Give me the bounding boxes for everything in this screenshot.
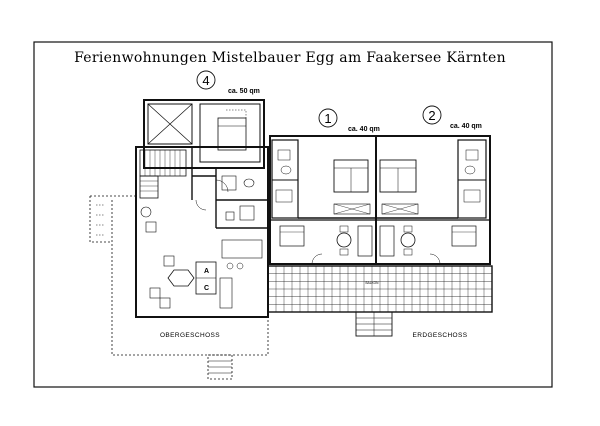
unit-2-number: 2 [428, 108, 435, 123]
balcony-label: BALKON [366, 281, 380, 285]
unit-4-label: 4 ca. 50 qm [196, 70, 260, 95]
unit-4-number: 4 [202, 73, 209, 88]
unit-1-circle [318, 108, 338, 128]
floor-label-ground: ERDGESCHOSS [413, 332, 468, 339]
unit-4-area: ca. 50 qm [228, 88, 260, 95]
unit-1-label: 1 ca. 40 qm [318, 108, 380, 133]
unit-2-area: ca. 40 qm [450, 123, 482, 130]
room-letter-a: A [204, 268, 209, 275]
unit-2-circle [422, 105, 442, 125]
units-1-2-plan: BALKON [267, 135, 493, 337]
room-letter-c: C [204, 285, 209, 292]
unit-4-circle [196, 70, 216, 90]
page-frame [33, 41, 553, 388]
plan-title: Ferienwohnungen Mistelbauer Egg am Faake… [74, 50, 506, 66]
floor-label-upper: OBERGESCHOSS [160, 332, 220, 339]
balcony-grid-lines [268, 266, 492, 312]
unit-4-plan: A C [89, 99, 269, 380]
unit-1-area: ca. 40 qm [348, 126, 380, 133]
unit-2-label: 2 ca. 40 qm [422, 105, 482, 130]
unit-1-number: 1 [324, 111, 331, 126]
